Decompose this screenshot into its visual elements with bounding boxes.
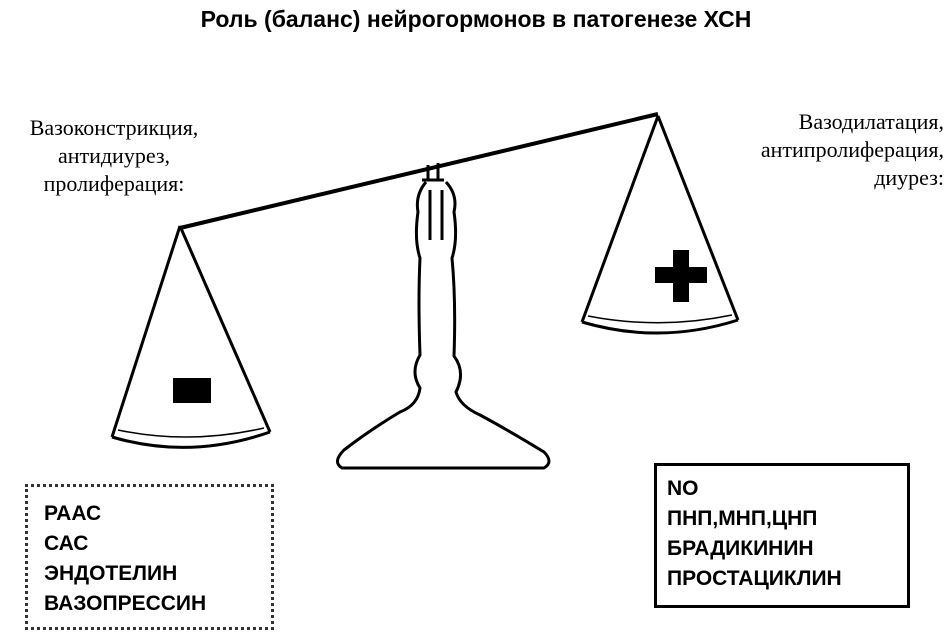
list-item: ЭНДОТЕЛИН: [44, 562, 178, 585]
list-item: ПНП,МНП,ЦНП: [667, 507, 818, 530]
scale-stand: [336, 163, 551, 470]
right-caption: Вазодилатация, антипролиферация, диурез:: [700, 108, 944, 192]
right-pan: [580, 115, 740, 335]
left-caption: Вазоконстрикция, антидиурез, пролифераци…: [8, 114, 220, 198]
left-caption-line: антидиурез,: [57, 143, 171, 168]
vasoconstrictor-list: РААС САС ЭНДОТЕЛИН ВАЗОПРЕССИН: [25, 484, 274, 630]
right-caption-line: диурез:: [874, 165, 944, 190]
list-item: САС: [44, 532, 89, 555]
scale-beam: [179, 112, 659, 230]
minus-icon: [173, 378, 211, 403]
vasodilator-list: NO ПНП,МНП,ЦНП БРАДИКИНИН ПРОСТАЦИКЛИН: [654, 463, 910, 608]
left-pan: [110, 225, 272, 449]
list-item: NO: [667, 477, 699, 500]
list-item: РААС: [44, 502, 102, 525]
left-caption-line: пролиферация:: [43, 171, 185, 196]
right-caption-line: Вазодилатация,: [798, 109, 944, 134]
plus-icon: [655, 250, 707, 302]
right-caption-line: антипролиферация,: [760, 137, 944, 162]
list-item: ВАЗОПРЕССИН: [44, 592, 207, 615]
left-caption-line: Вазоконстрикция,: [29, 115, 199, 140]
list-item: БРАДИКИНИН: [667, 537, 814, 560]
list-item: ПРОСТАЦИКЛИН: [667, 567, 842, 590]
diagram-title: Роль (баланс) нейрогормонов в патогенезе…: [200, 6, 752, 32]
